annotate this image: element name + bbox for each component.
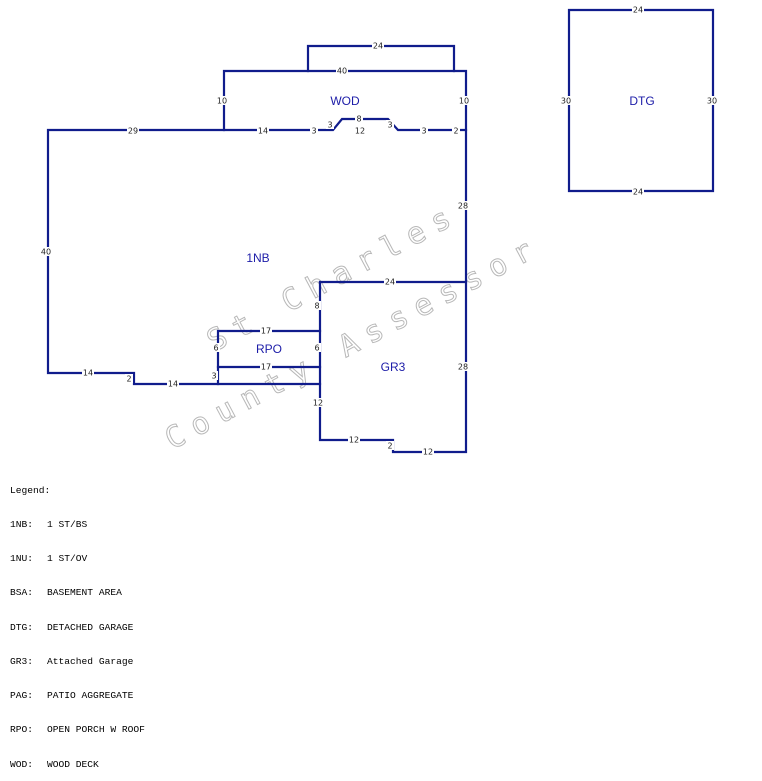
legend-item: BSA: BASEMENT AREA (10, 587, 145, 598)
legend-desc: OPEN PORCH W ROOF (47, 724, 145, 736)
dtg-outline (567, 8, 715, 193)
dim-bay-8: 8 (356, 115, 361, 124)
legend-item: WOD: WOOD DECK (10, 759, 145, 770)
dim-rpo-left: 6 (213, 344, 218, 353)
legend-code: WOD: (10, 758, 34, 770)
dim-dtg-left: 30 (561, 97, 571, 106)
dim-bay-12: 12 (355, 127, 365, 136)
dim-garage-bottom-a: 12 (349, 436, 359, 445)
dim-rpo-top: 17 (261, 327, 271, 336)
dim-base-14b: 14 (168, 380, 178, 389)
dim-base-2: 2 (126, 375, 131, 384)
dim-garage-right: 28 (458, 363, 468, 372)
dim-rpo-bottom: 17 (261, 363, 271, 372)
legend-code: 1NU: (10, 553, 34, 565)
dimension-labels: 24 30 30 24 24 40 10 10 29 14 3 3 8 3 12… (40, 5, 718, 457)
dim-dtg-top: 24 (633, 6, 643, 15)
legend-desc: BASEMENT AREA (47, 587, 122, 599)
area-label-dtg: DTG (629, 94, 654, 108)
legend-code: 1NB: (10, 519, 34, 531)
dim-roof-3b: 3 (421, 127, 426, 136)
dim-bay-3a: 3 (327, 121, 332, 130)
dim-house-left: 40 (41, 248, 51, 257)
legend-code: PAG: (10, 690, 34, 702)
dim-base-14a: 14 (83, 369, 93, 378)
dim-roof-29: 29 (128, 127, 138, 136)
dim-rpo-right: 6 (314, 344, 319, 353)
legend-desc: PATIO AGGREGATE (47, 690, 134, 702)
legend-code: DTG: (10, 621, 34, 633)
dim-base-3: 3 (211, 372, 216, 381)
dim-roof-3a: 3 (311, 127, 316, 136)
dim-garage-step: 2 (387, 442, 392, 451)
dim-garage-bottom-b: 12 (423, 448, 433, 457)
dim-dtg-right: 30 (707, 97, 717, 106)
legend-code: GR3: (10, 655, 34, 667)
legend-item: 1NU: 1 ST/OV (10, 553, 145, 564)
legend-desc: WOOD DECK (47, 758, 99, 770)
area-label-rpo: RPO (256, 342, 282, 356)
legend-desc: 1 ST/BS (47, 519, 88, 531)
legend-code: RPO: (10, 724, 34, 736)
property-sketch: St Charles County Assessor 24 30 30 24 2… (40, 5, 718, 458)
dim-wod-left: 10 (217, 97, 227, 106)
dim-roof-2: 2 (453, 127, 458, 136)
area-label-1nb: 1NB (246, 251, 269, 265)
legend-desc: Attached Garage (47, 655, 134, 667)
legend-desc: 1 ST/OV (47, 553, 88, 565)
dim-link-8: 8 (314, 302, 319, 311)
area-label-gr3: GR3 (381, 360, 406, 374)
dim-wod-right: 10 (459, 97, 469, 106)
legend-title: Legend: (10, 484, 51, 496)
legend-item: GR3: Attached Garage (10, 656, 145, 667)
dim-wod-mid: 40 (337, 67, 347, 76)
dim-dtg-bottom: 24 (633, 188, 643, 197)
dim-garage-left: 12 (313, 399, 323, 408)
dim-roof-14: 14 (258, 127, 268, 136)
legend-code: BSA: (10, 587, 34, 599)
dim-house-right-28: 28 (458, 202, 468, 211)
dim-wod-top: 24 (373, 42, 383, 51)
dim-bay-3b: 3 (387, 121, 392, 130)
legend-desc: DETACHED GARAGE (47, 621, 134, 633)
legend-item: RPO: OPEN PORCH W ROOF (10, 724, 145, 735)
legend-item: PAG: PATIO AGGREGATE (10, 690, 145, 701)
legend: Legend: 1NB: 1 ST/BS 1NU: 1 ST/OV BSA: BASE… (10, 462, 145, 781)
legend-item: DTG: DETACHED GARAGE (10, 622, 145, 633)
legend-item: 1NB: 1 ST/BS (10, 519, 145, 530)
dim-garage-top: 24 (385, 278, 395, 287)
area-label-wod: WOD (330, 94, 360, 108)
